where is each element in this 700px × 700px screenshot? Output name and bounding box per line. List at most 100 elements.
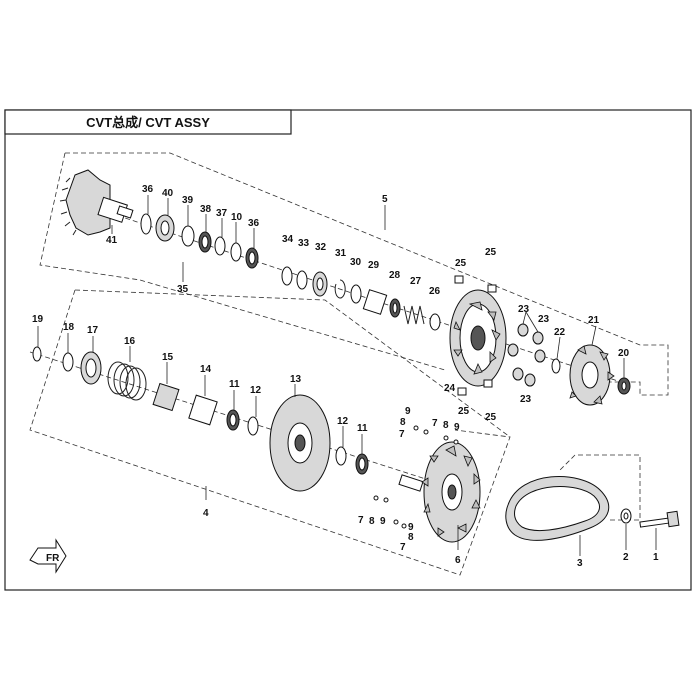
callout-23c: 23 — [520, 394, 532, 405]
callout-41: 41 — [106, 235, 118, 246]
assembly-4-outline — [29, 289, 511, 576]
part-30-ring — [350, 284, 362, 304]
callout-31: 31 — [335, 248, 347, 259]
callout-10: 10 — [231, 212, 243, 223]
callout-24: 24 — [444, 383, 456, 394]
part-34-ring — [281, 266, 293, 286]
part-14-sleeve — [188, 394, 218, 426]
part-1-bolt — [639, 510, 680, 528]
callout-25c: 25 — [458, 406, 470, 417]
callout-7a: 7 — [399, 429, 405, 440]
callout-32: 32 — [315, 242, 327, 253]
part-27-spring — [403, 305, 425, 325]
part-12-ring-b — [335, 446, 347, 466]
part-36-washer-b — [245, 247, 259, 269]
callout-2: 2 — [623, 552, 629, 563]
callout-36b: 36 — [248, 218, 260, 229]
callout-8b: 8 — [443, 420, 449, 431]
part-39-ring — [181, 225, 195, 247]
part-15-sleeve — [152, 382, 180, 412]
callout-30: 30 — [350, 257, 362, 268]
callout-13: 13 — [290, 374, 302, 385]
callout-12a: 12 — [250, 385, 262, 396]
part-41-shaft-gear — [59, 169, 134, 236]
callout-7d: 7 — [400, 542, 406, 553]
part-13-secondary-sheave — [269, 394, 331, 492]
callout-39: 39 — [182, 195, 194, 206]
part-17-bearing — [80, 351, 102, 385]
callout-22: 22 — [554, 327, 566, 338]
callout-14: 14 — [200, 364, 212, 375]
part-11-ring-b — [355, 453, 369, 475]
callout-6: 6 — [455, 555, 461, 566]
callout-9d: 9 — [408, 522, 414, 533]
callout-7b: 7 — [432, 418, 438, 429]
assembly-4-outline-top — [74, 289, 511, 438]
callout-8c: 8 — [369, 516, 375, 527]
leader-lines — [37, 195, 657, 556]
callout-28: 28 — [389, 270, 401, 281]
part-25-sliders — [454, 275, 497, 396]
title-box — [4, 109, 292, 135]
callout-27: 27 — [410, 276, 422, 287]
callout-3: 3 — [577, 558, 583, 569]
callout-12b: 12 — [337, 416, 349, 427]
callout-15: 15 — [162, 352, 174, 363]
part-28-ring — [389, 298, 401, 318]
part-20-nut — [617, 377, 631, 395]
axis-lower — [29, 351, 461, 491]
part-29-sleeve — [362, 289, 388, 315]
callout-7c: 7 — [358, 515, 364, 526]
part-33-ring — [296, 270, 308, 290]
callout-23b: 23 — [538, 314, 550, 325]
callout-36a: 36 — [142, 184, 154, 195]
callout-9b: 9 — [454, 422, 460, 433]
callout-8a: 8 — [400, 417, 406, 428]
part-32-bearing — [312, 271, 328, 297]
diagram-border — [4, 109, 692, 591]
part-19-ring — [32, 346, 42, 362]
callout-25d: 25 — [485, 412, 497, 423]
svg-text:FR: FR — [46, 553, 60, 564]
callout-26: 26 — [429, 286, 441, 297]
part-18-ring — [62, 352, 74, 372]
callout-11b: 11 — [357, 423, 368, 434]
callout-35: 35 — [177, 284, 189, 295]
part-7-8-9-pins — [373, 425, 459, 529]
callout-25b: 25 — [485, 247, 497, 258]
part-21-ramp-plate — [569, 344, 615, 406]
part-3-drive-belt — [505, 476, 610, 541]
assembly-5-outline-lower — [39, 152, 446, 371]
callout-21: 21 — [588, 315, 600, 326]
part-38-ring — [198, 231, 212, 253]
callout-33: 33 — [298, 238, 310, 249]
callout-11a: 11 — [229, 379, 240, 390]
callout-8d: 8 — [408, 532, 414, 543]
callout-40: 40 — [162, 188, 174, 199]
callout-29: 29 — [368, 260, 380, 271]
diagram-title: CVT总成/ CVT ASSY — [86, 115, 210, 130]
part-5-primary-sheave — [449, 289, 507, 387]
part-12-ring-a — [247, 416, 259, 436]
callout-9c: 9 — [380, 516, 386, 527]
callout-18: 18 — [63, 322, 75, 333]
part-26-ring — [429, 313, 441, 331]
part-31-clip — [334, 279, 346, 299]
callout-16: 16 — [124, 336, 136, 347]
part-22-ring — [551, 358, 561, 374]
callout-17: 17 — [87, 325, 99, 336]
callout-4: 4 — [203, 508, 209, 519]
part-6-fan-sheave — [398, 441, 481, 543]
part-23-rollers — [507, 323, 546, 387]
callout-34: 34 — [282, 234, 294, 245]
part-11-ring-a — [226, 409, 240, 431]
assembly-5-outline — [65, 152, 669, 396]
part-37-ring — [214, 236, 226, 256]
callout-5: 5 — [382, 194, 388, 205]
callout-19: 19 — [32, 314, 44, 325]
part-16-spring — [107, 361, 147, 401]
callout-labels: 5 41 36 40 39 38 37 10 36 35 34 33 32 31… — [32, 184, 659, 569]
part-40-bearing — [155, 214, 175, 242]
callout-25a: 25 — [455, 258, 467, 269]
